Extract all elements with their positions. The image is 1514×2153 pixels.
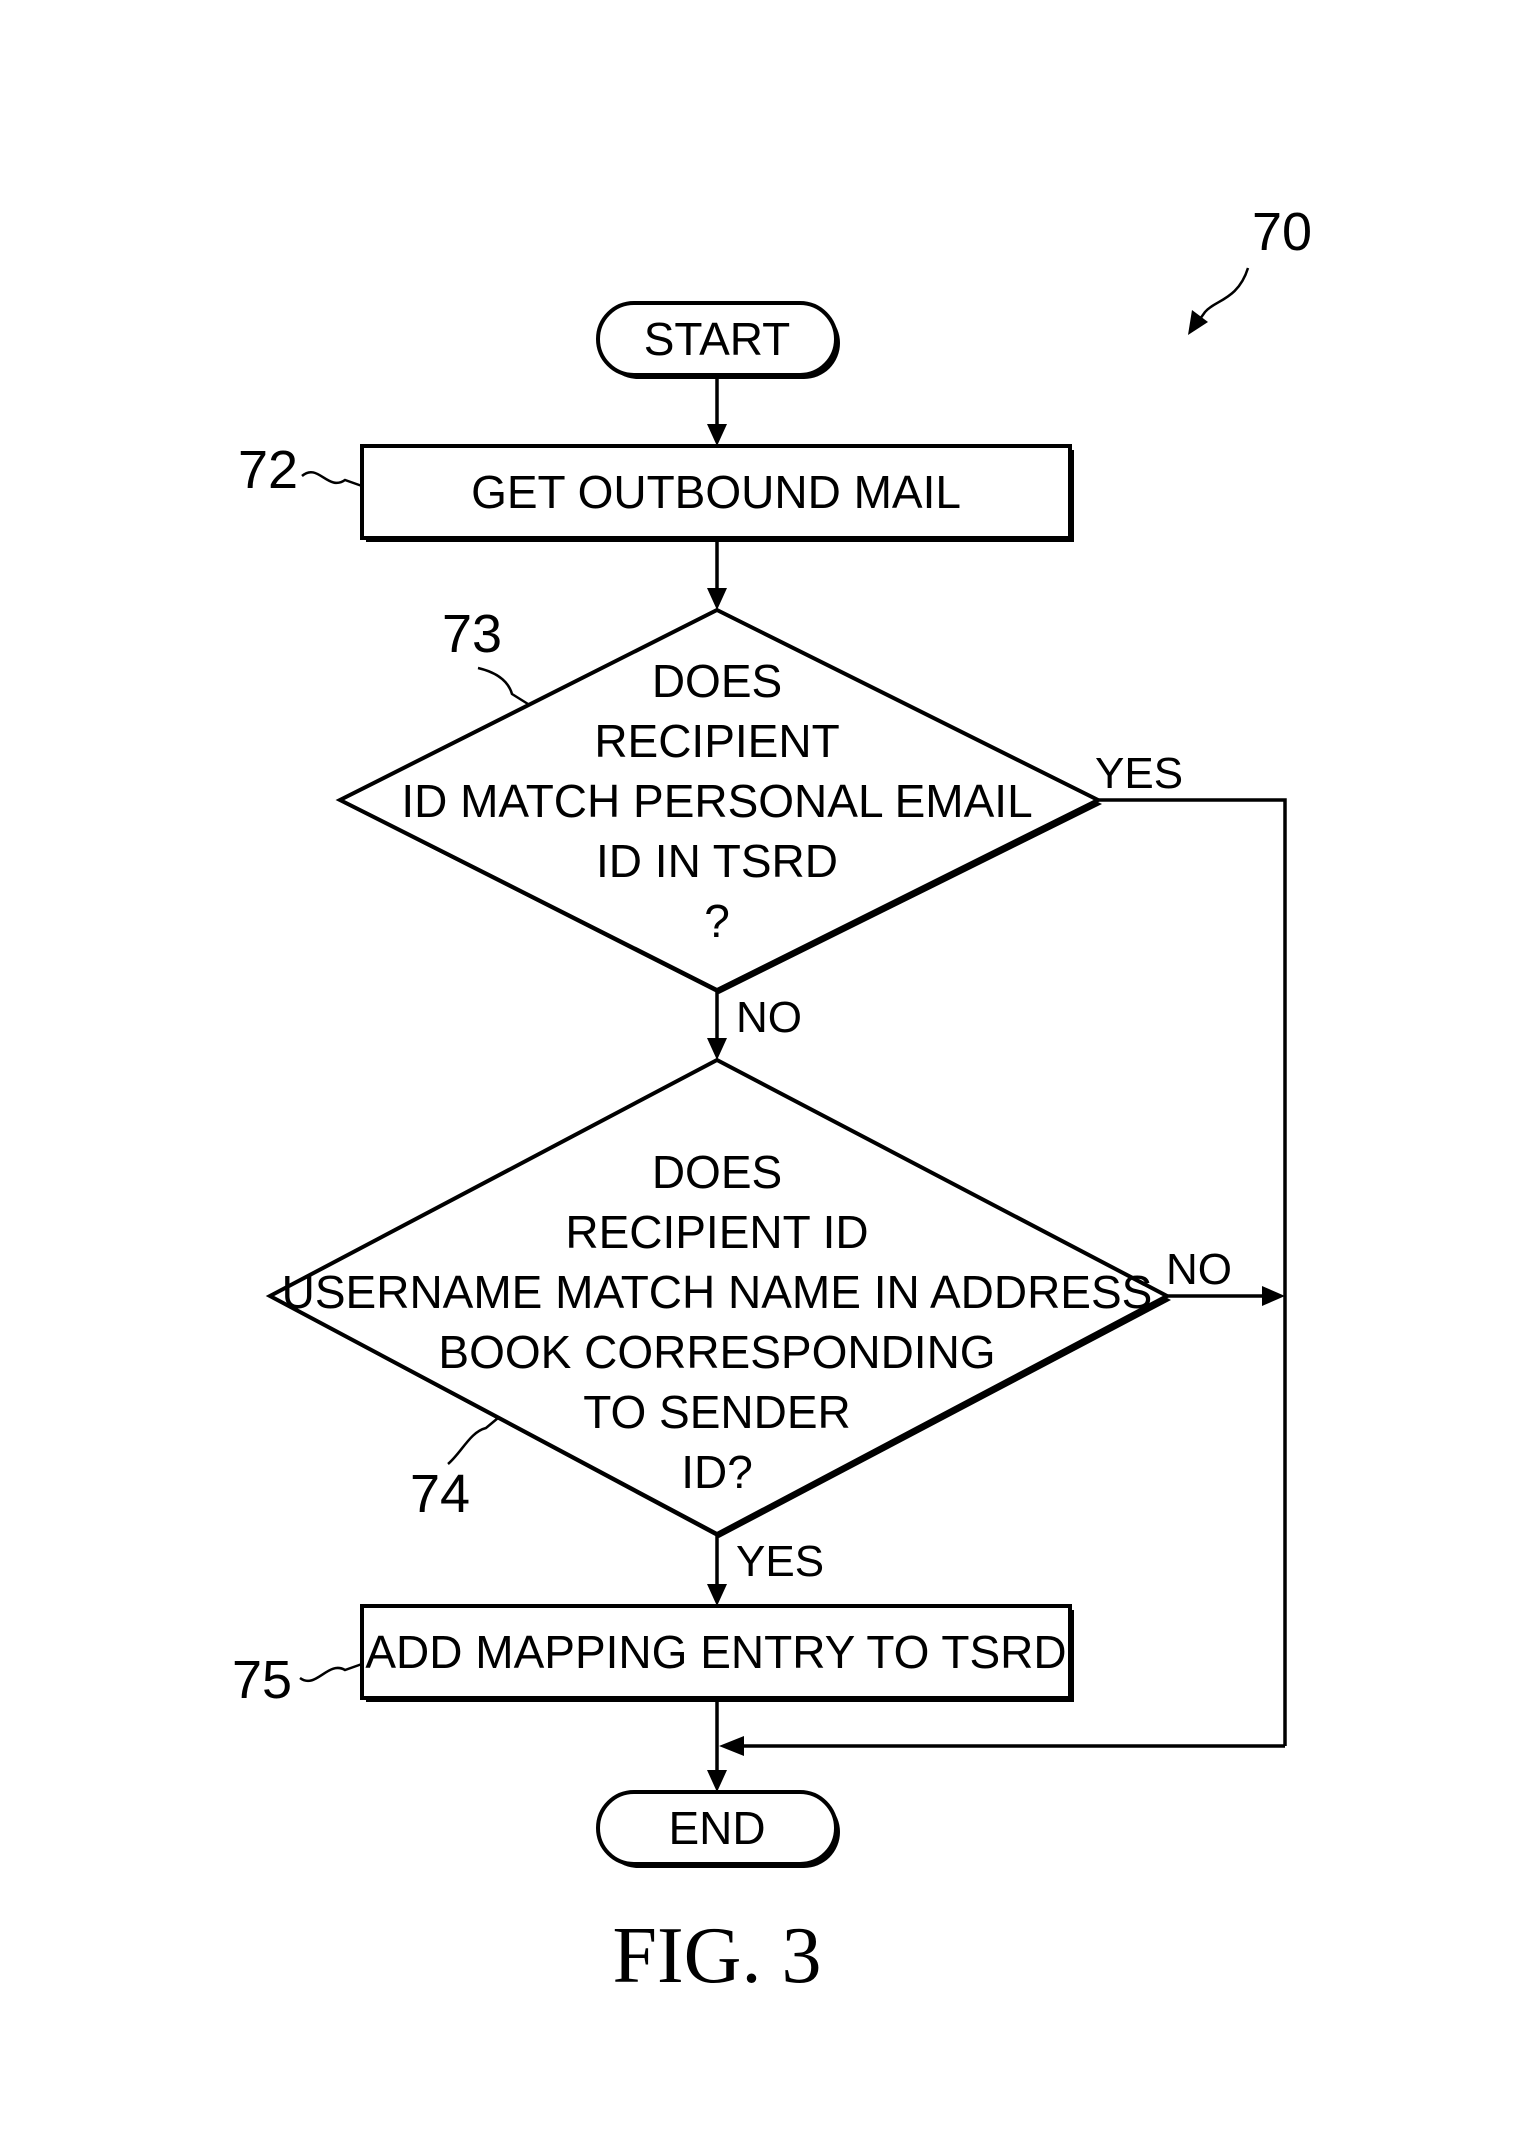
arrowhead-start-to-72 — [707, 424, 727, 446]
arrowhead-bus-merge — [719, 1736, 744, 1756]
figure-ref-leader — [1195, 268, 1248, 326]
decision-74: DOES RECIPIENT ID USERNAME MATCH NAME IN… — [270, 1060, 1171, 1538]
arrowhead-74-no — [1262, 1286, 1285, 1306]
ref-73-label: 73 — [442, 604, 502, 664]
decision-74-line-3: USERNAME MATCH NAME IN ADDRESS — [282, 1266, 1153, 1318]
decision-74-line-4: BOOK CORRESPONDING — [438, 1326, 995, 1378]
decision-73-line-5: ? — [704, 895, 730, 947]
ref-72-leader — [302, 472, 362, 486]
decision-73-line-2: RECIPIENT — [594, 715, 839, 767]
start-terminal: START — [598, 303, 840, 379]
process-get-outbound-mail: GET OUTBOUND MAIL — [362, 446, 1074, 542]
decision-74-line-6: ID? — [681, 1446, 753, 1498]
ref-74-label: 74 — [410, 1464, 470, 1524]
end-label: END — [668, 1802, 765, 1854]
ref-75-leader — [300, 1664, 362, 1681]
edge-label-73-yes: YES — [1095, 749, 1183, 798]
end-terminal: END — [598, 1792, 840, 1868]
ref-72-label: 72 — [238, 440, 298, 500]
arrowhead-75-to-end — [707, 1770, 727, 1792]
arrowhead-73-no — [707, 1038, 727, 1060]
process-75-label: ADD MAPPING ENTRY TO TSRD — [365, 1626, 1066, 1678]
ref-75-label: 75 — [232, 1650, 292, 1710]
decision-73-line-4: ID IN TSRD — [596, 835, 838, 887]
process-72-label: GET OUTBOUND MAIL — [471, 466, 961, 518]
figure-caption: FIG. 3 — [613, 1912, 822, 2000]
decision-74-line-1: DOES — [652, 1146, 782, 1198]
edge-label-74-yes: YES — [736, 1537, 824, 1586]
start-label: START — [644, 313, 791, 365]
decision-73-line-1: DOES — [652, 655, 782, 707]
decision-74-line-5: TO SENDER — [583, 1386, 851, 1438]
edge-label-74-no: NO — [1166, 1245, 1232, 1294]
decision-73: DOES RECIPIENT ID MATCH PERSONAL EMAIL I… — [340, 610, 1102, 994]
arrowhead-74-yes — [707, 1584, 727, 1606]
process-add-mapping-entry: ADD MAPPING ENTRY TO TSRD — [362, 1606, 1074, 1702]
arrowhead-72-to-73 — [707, 588, 727, 610]
figure-ref-label: 70 — [1252, 202, 1312, 262]
decision-74-line-2: RECIPIENT ID — [565, 1206, 868, 1258]
ref-74-leader — [448, 1418, 498, 1464]
ref-73-leader — [478, 668, 528, 704]
decision-73-line-3: ID MATCH PERSONAL EMAIL — [401, 775, 1032, 827]
edge-label-73-no: NO — [736, 993, 802, 1042]
